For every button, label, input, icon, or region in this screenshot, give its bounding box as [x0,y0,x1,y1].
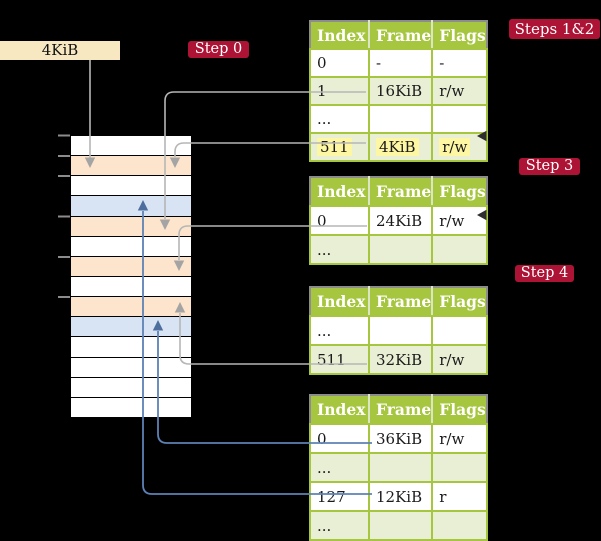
cell-flags [431,510,488,541]
table-header-row: Index Frame Flags [310,287,487,317]
frame-address-box: 4KiB [0,41,120,60]
cell-frame [367,315,434,346]
column-header-frame: Frame [367,177,433,207]
memory-row [71,256,191,277]
memory-row [71,276,191,298]
table-row: ... [309,234,488,265]
cell-flags: r/w [431,344,488,375]
column-header-flags: Flags [431,287,487,317]
memory-row [71,216,191,237]
cell-frame: 32KiB [367,344,434,375]
cell-index: ... [309,104,370,134]
column-header-frame: Frame [367,395,433,425]
page-table-4: Index Frame Flags 0 36KiB r/w ... 127 12… [309,394,488,541]
page-table-3: Index Frame Flags ... 511 32KiB r/w [309,286,488,375]
cell-frame [367,104,434,134]
cell-index: 1 [309,76,370,106]
table-row: ... [309,315,488,346]
column-header-flags: Flags [431,21,487,50]
cell-index: 0 [309,205,370,236]
cell-index: 511 [309,344,370,375]
memory-row [71,397,191,417]
cell-flags: r/w [431,76,488,106]
table-row: ... [309,510,488,541]
cell-frame: 16KiB [367,76,434,106]
cell-index: 511 [309,132,370,162]
cell-index: ... [309,234,370,265]
memory-row [71,136,191,157]
cell-frame: 36KiB [367,423,434,454]
steps-1-2-label: Steps 1&2 [509,19,600,39]
memory-row [71,317,191,338]
column-header-index: Index [310,287,369,317]
table-row: 127 12KiB r [309,481,488,512]
table-header-row: Index Frame Flags [310,177,487,207]
memory-row [71,297,191,318]
cell-index: ... [309,510,370,541]
cell-flags [431,315,488,346]
cell-index: 0 [309,48,370,78]
table-row: 511 32KiB r/w [309,344,488,375]
table-row: 0 - - [309,48,488,78]
step-0-label: Step 0 [188,41,249,58]
physical-memory-column [70,135,192,418]
memory-address-ticks [58,134,70,298]
cell-frame [367,452,434,483]
memory-row [71,337,191,358]
step-4-label: Step 4 [515,265,574,282]
column-header-flags: Flags [431,395,487,425]
cell-index: 127 [309,481,370,512]
cell-frame: - [367,48,434,78]
table-row: 0 36KiB r/w [309,423,488,454]
cell-flags: - [431,48,488,78]
memory-row [71,196,191,217]
table-header-row: Index Frame Flags [310,21,487,50]
highlight-text: r/w [439,138,471,156]
table-row: ... [309,452,488,483]
memory-row [71,156,191,177]
memory-row [71,236,191,257]
cell-index: ... [309,452,370,483]
memory-row [71,377,191,398]
column-header-index: Index [310,21,369,50]
cell-flags: r [431,481,488,512]
cell-flags: r/w [431,132,488,162]
column-header-index: Index [310,177,369,207]
cell-index: ... [309,315,370,346]
cell-flags: r/w [431,205,488,236]
cell-frame: 4KiB [367,132,434,162]
memory-row [71,357,191,378]
table-row: 1 16KiB r/w [309,76,488,106]
highlight-text: 511 [317,138,352,156]
step-3-label: Step 3 [519,158,580,175]
cell-flags [431,234,488,265]
memory-row [71,176,191,197]
column-header-flags: Flags [431,177,487,207]
cell-frame [367,510,434,541]
table-header-row: Index Frame Flags [310,395,487,425]
cell-flags: r/w [431,423,488,454]
table-row: ... [309,104,488,134]
table-row: 0 24KiB r/w [309,205,488,236]
cell-frame: 24KiB [367,205,434,236]
cell-frame [367,234,434,265]
page-table-walk-diagram: { "colors": { "background": "#000000", "… [0,19,600,541]
table-row-highlighted: 511 4KiB r/w [309,132,488,162]
cell-flags [431,452,488,483]
page-table-2: Index Frame Flags 0 24KiB r/w ... [309,176,488,265]
column-header-index: Index [310,395,369,425]
column-header-frame: Frame [367,287,433,317]
page-table-1: Index Frame Flags 0 - - 1 16KiB r/w ... … [309,20,488,162]
cell-index: 0 [309,423,370,454]
highlight-text: 4KiB [376,138,419,156]
cell-flags [431,104,488,134]
cell-frame: 12KiB [367,481,434,512]
column-header-frame: Frame [367,21,433,50]
